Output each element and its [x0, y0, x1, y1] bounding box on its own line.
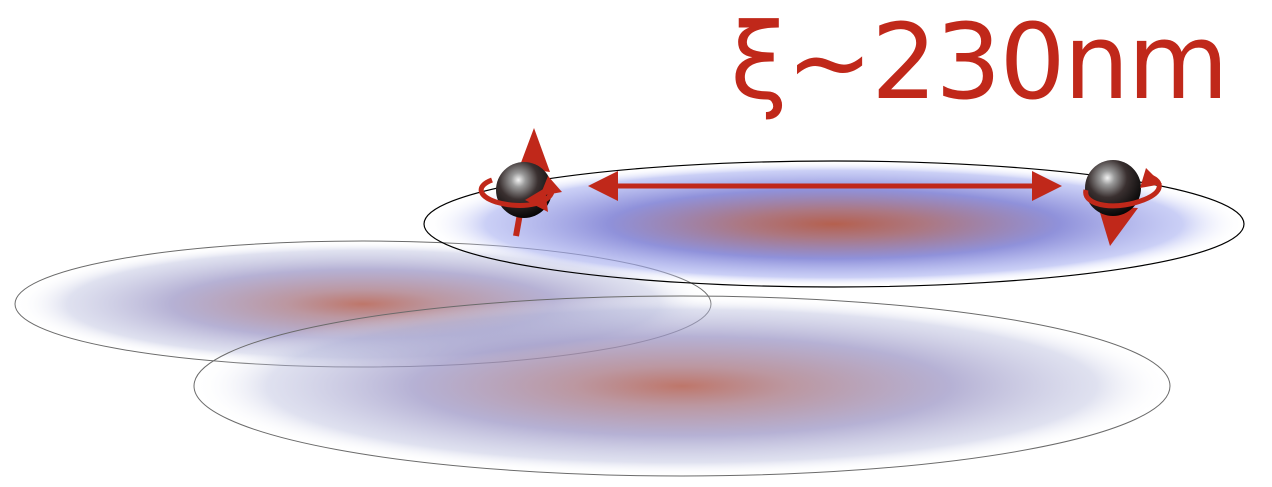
cooper-pair-cloud-bottom: [194, 296, 1170, 476]
coherence-length-label: ξ~230nm: [730, 2, 1227, 122]
